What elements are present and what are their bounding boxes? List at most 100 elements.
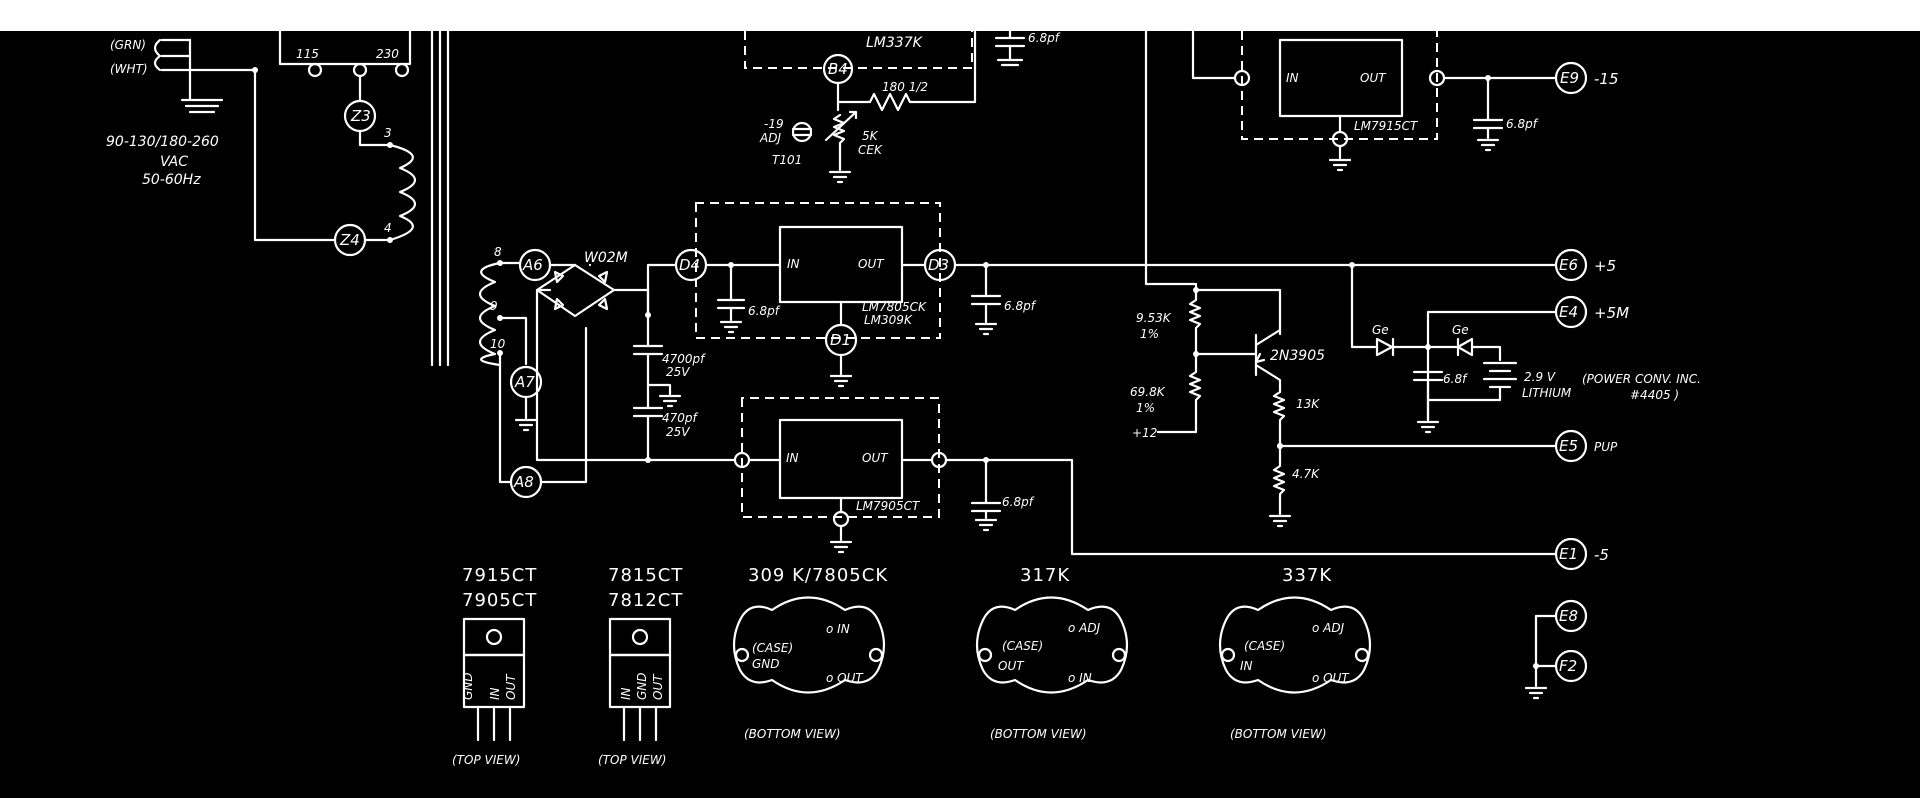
- node-a6: A6: [522, 256, 543, 274]
- lm7905-section: IN OUT LM7905CT 6.8pf: [646, 397, 1558, 556]
- label-tap-230: 230: [376, 47, 399, 61]
- node-e1: E1: [1559, 545, 1578, 563]
- output-e5: PUP: [1594, 440, 1618, 454]
- pkg2-pin3: OUT: [651, 673, 665, 700]
- label-pot-type: CEK: [858, 143, 883, 157]
- label-vac: VAC: [160, 154, 188, 170]
- label-7905-out: OUT: [862, 451, 889, 465]
- pkg4-title: 317K: [1020, 565, 1070, 586]
- pkg5-view: (BOTTOM VIEW): [1230, 727, 1327, 741]
- output-e1: -5: [1594, 546, 1609, 564]
- label-pin-8: 8: [494, 245, 502, 259]
- node-e4: E4: [1559, 303, 1578, 321]
- label-bridge: W02M: [584, 250, 628, 266]
- pkg2-line2: 7812CT: [608, 590, 683, 611]
- label-pin-4: 4: [384, 221, 392, 235]
- label-battery-maker: (POWER CONV. INC.: [1582, 372, 1701, 386]
- label-pin-10: 10: [490, 337, 506, 351]
- label-gnd-wire: (GRN): [110, 38, 146, 52]
- pkg1-pin3: OUT: [504, 673, 518, 700]
- pkg2-pin1: IN: [619, 687, 633, 700]
- pkg4-view: (BOTTOM VIEW): [990, 727, 1087, 741]
- label-ge-2: Ge: [1452, 323, 1469, 337]
- label-r953-tol: 1%: [1140, 327, 1159, 341]
- label-r47k: 4.7K: [1292, 467, 1320, 481]
- label-transistor: 2N3905: [1270, 348, 1325, 364]
- label-7805-out: OUT: [858, 257, 885, 271]
- label-cap-top: 6.8pf: [1028, 31, 1061, 45]
- lm337-section: LM337K B4 180 1/2 -19 ADJ T101 5K CEK 6.…: [744, 29, 1061, 184]
- label-r698: 69.8K: [1130, 385, 1166, 399]
- pkg4-pin-b: o IN: [1068, 671, 1092, 685]
- power-up-section: 9.53K 1% 69.8K 1% +12 2N3905 13K 4.7K: [1130, 263, 1558, 528]
- label-cap-battery: 6.8f: [1443, 372, 1468, 386]
- pkg3-pin-a: o IN: [826, 622, 850, 636]
- node-f2: F2: [1559, 657, 1577, 675]
- pkg1-pin2: IN: [488, 687, 502, 700]
- pkg5-title: 337K: [1282, 565, 1332, 586]
- label-t101: T101: [772, 153, 802, 167]
- pkg2-view: (TOP VIEW): [598, 753, 666, 767]
- label-7915-in: IN: [1286, 71, 1299, 85]
- label-r180: 180 1/2: [882, 80, 928, 94]
- pkg1-pin1: GND: [461, 672, 475, 700]
- pkg5-case2: IN: [1240, 659, 1253, 673]
- pkg1-line1: 7915CT: [462, 565, 537, 586]
- lm7915-section: IN OUT LM7915CT 6.8pf E9 -15: [1144, 29, 1619, 267]
- label-lm309k: LM309K: [864, 313, 913, 327]
- output-e4: +5M: [1594, 304, 1629, 322]
- label-r13k: 13K: [1296, 397, 1320, 411]
- pkg3-case: (CASE): [752, 641, 793, 655]
- label-c4700: 4700pf: [662, 352, 706, 366]
- label-battery-type: LITHIUM: [1522, 386, 1572, 400]
- node-e5: E5: [1559, 437, 1578, 455]
- label-battery-voltage: 2.9 V: [1524, 370, 1556, 384]
- label-lm337k: LM337K: [866, 35, 924, 51]
- package-337k: 337K (CASE) IN o ADJ o OUT (BOTTOM VIEW): [1218, 565, 1372, 741]
- pkg3-title: 309 K/7805CK: [748, 565, 888, 586]
- package-7915-7905: 7915CT 7905CT GND IN OUT (TOP VIEW): [452, 565, 537, 767]
- label-7915-out: OUT: [1360, 71, 1387, 85]
- label-c4700-v: 25V: [666, 365, 690, 379]
- label-frequency: 50-60Hz: [142, 172, 201, 188]
- node-d3: D3: [928, 256, 949, 274]
- label-adj-v: -19: [764, 117, 784, 131]
- label-battery-part: #4405 ): [1630, 388, 1679, 402]
- label-r698-note: +12: [1132, 426, 1157, 440]
- node-e9: E9: [1560, 69, 1579, 87]
- pkg1-line2: 7905CT: [462, 590, 537, 611]
- pkg3-case2: GND: [752, 657, 780, 671]
- pkg2-line1: 7815CT: [608, 565, 683, 586]
- label-r953: 9.53K: [1136, 311, 1172, 325]
- pkg5-pin-a: o ADJ: [1312, 621, 1345, 635]
- label-cap-d3: 6.8pf: [1004, 299, 1037, 313]
- pkg4-case2: OUT: [998, 659, 1025, 673]
- output-e6: +5: [1594, 257, 1616, 275]
- rectifier-section: 8 9 10 A6 W02M A7 A8 D4 4700pf 25V 470pf…: [478, 202, 1558, 499]
- node-d1: D1: [830, 331, 851, 349]
- node-a7: A7: [514, 373, 535, 391]
- battery-backup-section: Ge Ge 6.8f 2.9 V LITHIUM (POWER CONV. IN…: [1349, 262, 1701, 434]
- node-e6: E6: [1559, 256, 1578, 274]
- label-pin-3: 3: [384, 126, 392, 140]
- output-terminals: E6 +5 E4 +5M E5 PUP E1 -5 E8 F2: [1524, 248, 1629, 700]
- node-a8: A8: [513, 473, 534, 491]
- pkg3-view: (BOTTOM VIEW): [744, 727, 841, 741]
- label-lm7915ct: LM7915CT: [1354, 119, 1419, 133]
- package-309k: 309 K/7805CK (CASE) GND o IN o OUT (BOTT…: [732, 565, 888, 741]
- label-pot-value: 5K: [862, 129, 879, 143]
- node-e8: E8: [1559, 607, 1578, 625]
- pkg5-case: (CASE): [1244, 639, 1285, 653]
- node-z4: Z4: [339, 231, 360, 249]
- label-cap-e9: 6.8pf: [1506, 117, 1539, 131]
- label-lm7805ck: LM7805CK: [862, 300, 927, 314]
- label-7905-in: IN: [786, 451, 799, 465]
- node-z3: Z3: [350, 107, 371, 125]
- label-7805-in: IN: [787, 257, 800, 271]
- label-adj: ADJ: [759, 131, 781, 145]
- pkg5-pin-b: o OUT: [1312, 671, 1350, 685]
- label-pin-9: 9: [490, 299, 498, 313]
- package-7815-7812: 7815CT 7812CT IN GND OUT (TOP VIEW): [598, 565, 683, 767]
- mains-input: (GRN) (WHT) 90-130/180-260 VAC 50-60Hz 1…: [106, 29, 450, 367]
